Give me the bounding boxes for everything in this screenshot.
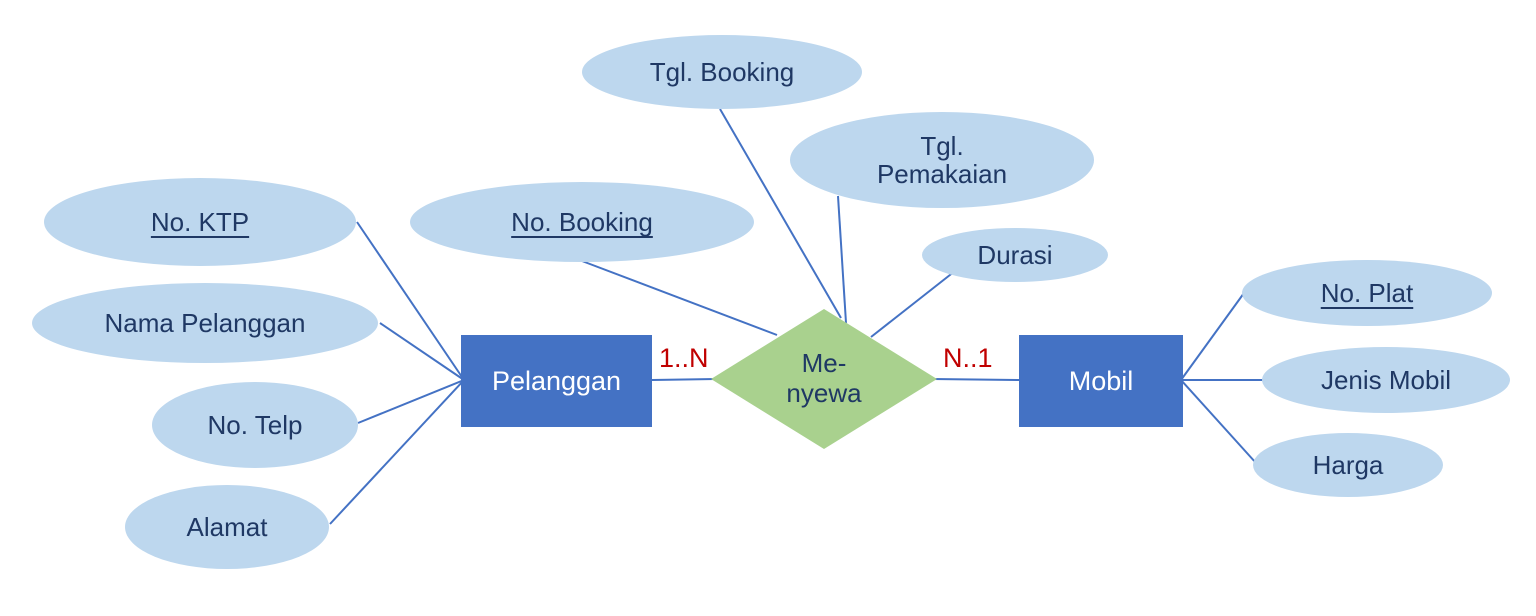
attribute-label: Durasi [977,239,1053,270]
entity-mobil: Mobil [1019,335,1183,427]
attribute-ellipse-harga: Harga [1253,433,1443,497]
connector-noktp-pelanggan [356,221,465,381]
attribute-label: Tgl. Pemakaian [876,130,1008,189]
connector-nobooking-menyewa [581,260,778,336]
connector-durasi-menyewa [870,270,956,338]
attribute-label: Jenis Mobil [1320,364,1452,395]
connector-tglbooking-menyewa [719,108,842,319]
attribute-label: Harga [1312,449,1384,480]
attribute-label: Tgl. Booking [649,56,795,87]
entity-label: Pelanggan [491,365,622,396]
attribute-label: No. Plat [1320,277,1414,308]
attribute-label: Alamat [186,511,268,542]
attribute-ellipse-no-booking: No. Booking [410,182,754,262]
relationship-label: Me- nyewa [786,348,862,409]
attribute-ellipse-tgl-booking: Tgl. Booking [582,35,862,109]
connector-menyewa-mobil [931,378,1022,381]
attribute-ellipse-durasi: Durasi [922,228,1108,282]
cardinality-label-pelanggan-menyewa: 1..N [659,343,709,373]
connector-pelanggan-menyewa [651,378,717,381]
connector-mobil-harga [1180,379,1257,464]
relationship-label-line2: nyewa [786,378,862,408]
cardinality-label-menyewa-mobil: N..1 [943,343,993,373]
attribute-label: No. Telp [207,409,303,440]
connector-tglpemakaian-menyewa [837,195,847,324]
attribute-label: No. KTP [150,206,250,237]
connector-alamat-pelanggan [329,379,465,525]
attribute-ellipse-alamat: Alamat [125,485,329,569]
attribute-ellipse-no-telp: No. Telp [152,382,358,468]
attribute-ellipse-nama-pelanggan: Nama Pelanggan [32,283,378,363]
connector-nama-pelanggan [379,322,465,381]
attribute-ellipse-tgl-pemakaian: Tgl. Pemakaian [790,112,1094,208]
relationship-label-line1: Me- [801,348,847,379]
attribute-ellipse-no-plat: No. Plat [1242,260,1492,326]
attribute-ellipse-no-ktp: No. KTP [44,178,356,266]
connector-notelp-pelanggan [357,379,465,424]
attribute-label: Nama Pelanggan [104,307,306,338]
entity-pelanggan: Pelanggan [461,335,652,427]
attribute-ellipse-jenis-mobil: Jenis Mobil [1262,347,1510,413]
connector-mobil-noplat [1180,292,1245,381]
entity-label: Mobil [1068,365,1134,396]
attribute-label: No. Booking [511,206,653,237]
